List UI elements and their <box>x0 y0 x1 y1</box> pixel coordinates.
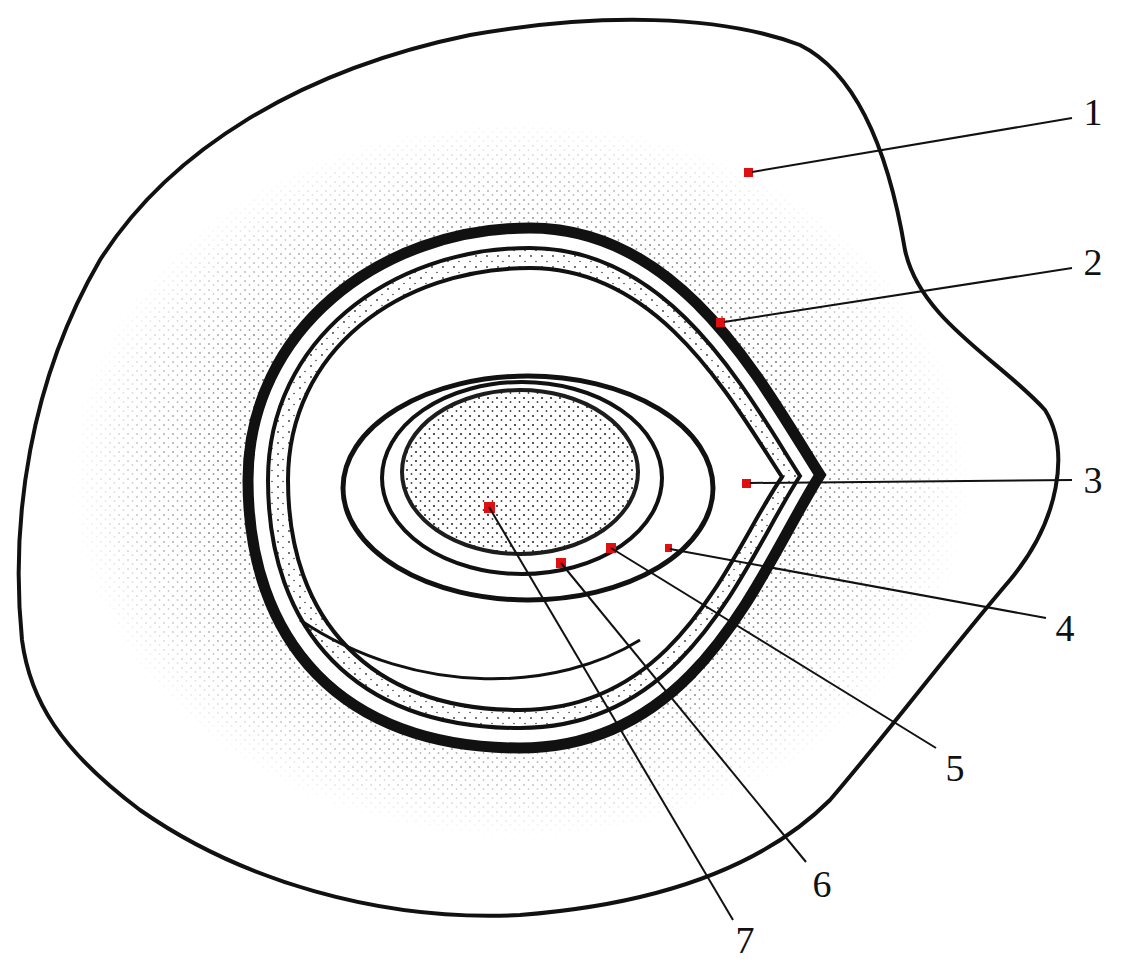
callout-number: 3 <box>1082 461 1105 499</box>
callout-number: 6 <box>811 865 834 903</box>
leader-line <box>489 118 1072 920</box>
callout-number: 1 <box>1082 93 1105 131</box>
callout-number: 4 <box>1054 609 1077 647</box>
callout-number: 5 <box>944 749 967 787</box>
callout-number: 2 <box>1082 243 1105 281</box>
callout-number: 7 <box>734 921 757 959</box>
